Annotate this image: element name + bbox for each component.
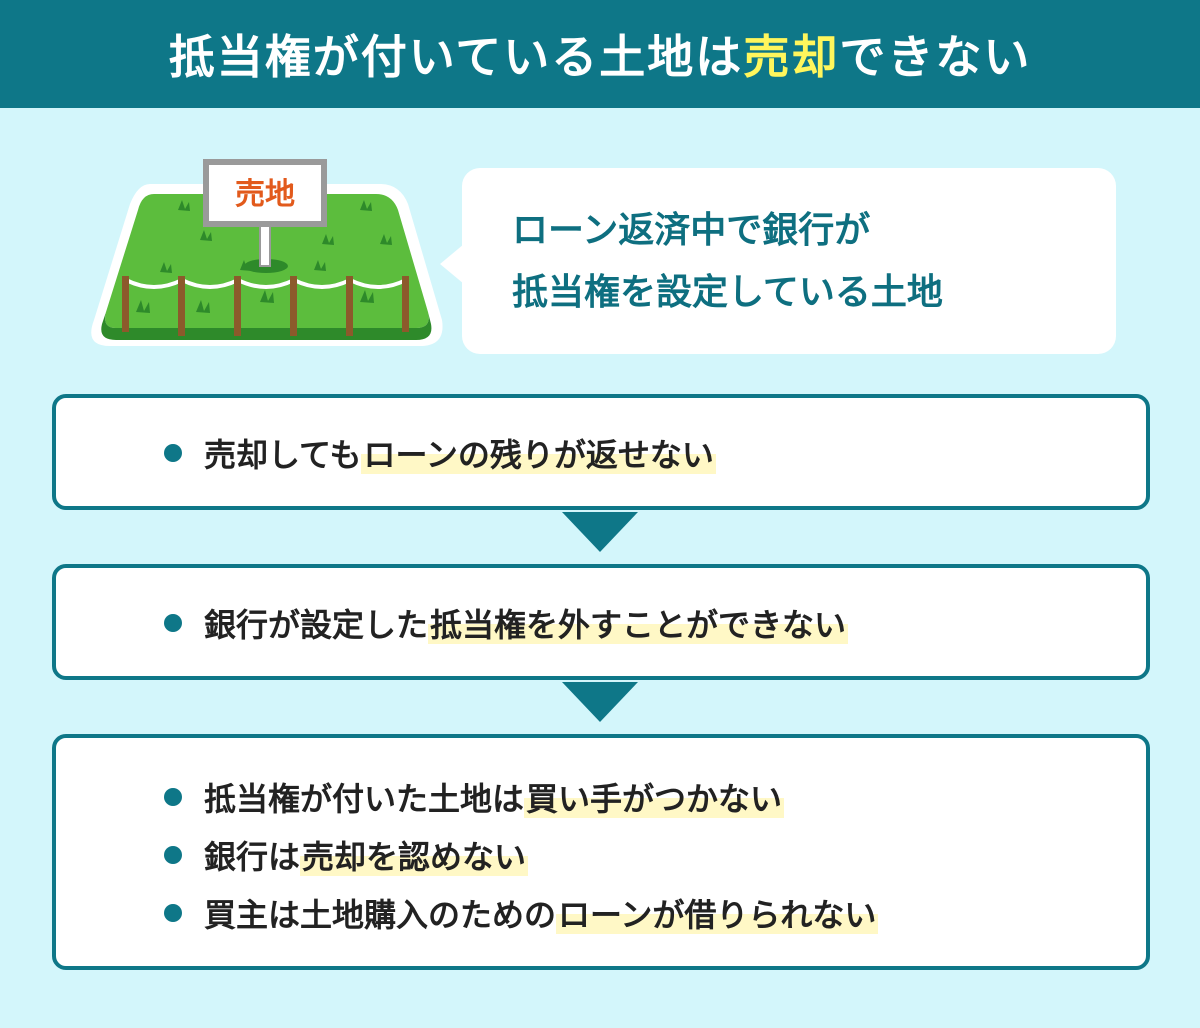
reason-box-2: 銀行が設定した抵当権を外すことができない	[52, 564, 1150, 680]
bullet-icon	[164, 846, 182, 864]
speech-bubble: ローン返済中で銀行が 抵当権を設定している土地	[440, 168, 1116, 354]
fence-posts	[122, 276, 409, 336]
item-text: 銀行は売却を認めない	[204, 832, 529, 878]
sign-label: 売地	[235, 177, 295, 212]
title-suffix: できない	[839, 30, 1032, 84]
item-marked-text: ローンが借りられない	[556, 896, 879, 934]
bullet-icon	[164, 614, 182, 632]
item-marked-text: 抵当権を外すことができない	[428, 606, 849, 644]
bubble-line-1: ローン返済中で銀行が	[512, 210, 871, 251]
item-text: 買主は土地購入のためのローンが借りられない	[204, 890, 879, 936]
item-marked-text: 買い手がつかない	[524, 780, 785, 818]
reason-box-3: 抵当権が付いた土地は買い手がつかない 銀行は売却を認めない 買主は土地購入のため…	[52, 734, 1150, 970]
item-text: 売却してもローンの残りが返せない	[204, 430, 716, 476]
item-text: 銀行が設定した抵当権を外すことができない	[204, 600, 849, 646]
list-item: 銀行は売却を認めない	[164, 830, 529, 880]
list-item: 銀行が設定した抵当権を外すことができない	[164, 598, 849, 648]
bullet-icon	[164, 444, 182, 462]
grass-tufts	[136, 200, 392, 313]
item-plain-text: 売却しても	[204, 436, 362, 474]
list-item: 買主は土地購入のためのローンが借りられない	[164, 888, 879, 938]
item-plain-text: 銀行が設定した	[204, 606, 429, 644]
item-plain-text: 銀行は	[204, 838, 301, 876]
header-bar: 抵当権が付いている土地は売却できない	[0, 0, 1200, 108]
bullet-icon	[164, 904, 182, 922]
page-title: 抵当権が付いている土地は売却できない	[169, 21, 1032, 87]
down-arrow-icon	[562, 682, 638, 722]
bullet-icon	[164, 788, 182, 806]
bubble-line-2: 抵当権を設定している土地	[512, 272, 943, 313]
land-for-sale-illustration: 売地	[90, 152, 450, 362]
reason-box-1: 売却してもローンの残りが返せない	[52, 394, 1150, 510]
bubble-text: ローン返済中で銀行が 抵当権を設定している土地	[512, 200, 1096, 324]
item-plain-text: 抵当権が付いた土地は	[204, 780, 525, 818]
down-arrow-icon	[562, 512, 638, 552]
item-plain-text: 買主は土地購入のための	[204, 896, 557, 934]
bubble-tail	[440, 244, 464, 284]
land-plot-icon: 売地	[91, 159, 443, 346]
title-highlight: 売却	[743, 30, 840, 84]
list-item: 売却してもローンの残りが返せない	[164, 428, 716, 478]
item-marked-text: ローンの残りが返せない	[361, 436, 716, 474]
list-item: 抵当権が付いた土地は買い手がつかない	[164, 772, 785, 822]
item-text: 抵当権が付いた土地は買い手がつかない	[204, 774, 785, 820]
item-marked-text: 売却を認めない	[300, 838, 529, 876]
title-prefix: 抵当権が付いている土地は	[168, 30, 744, 84]
